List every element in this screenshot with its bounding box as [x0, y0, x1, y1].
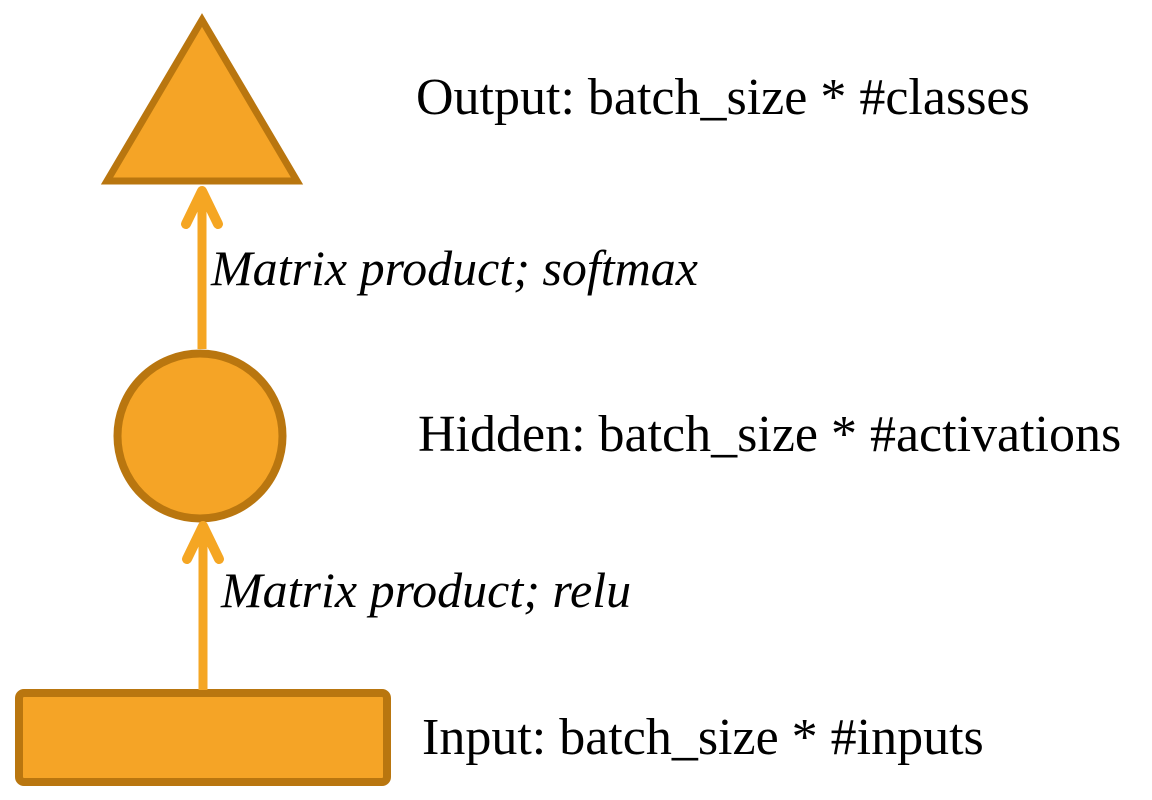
hidden-circle-shape	[113, 349, 287, 523]
hidden-node-label: Hidden: batch_size * #activations	[418, 406, 1122, 463]
edge-label-relu: Matrix product; relu	[221, 562, 632, 618]
input-node-label: Input: batch_size * #inputs	[422, 709, 984, 766]
edge-hidden-to-output	[181, 186, 223, 349]
edge-label-softmax: Matrix product; softmax	[211, 240, 698, 296]
arrow-head-icon	[182, 521, 224, 564]
output-triangle-shape	[100, 13, 304, 185]
output-node-label: Output: batch_size * #classes	[416, 69, 1030, 126]
arrow-head-icon	[181, 186, 223, 229]
input-rectangle-shape	[15, 689, 391, 786]
edge-input-to-hidden	[182, 521, 224, 690]
